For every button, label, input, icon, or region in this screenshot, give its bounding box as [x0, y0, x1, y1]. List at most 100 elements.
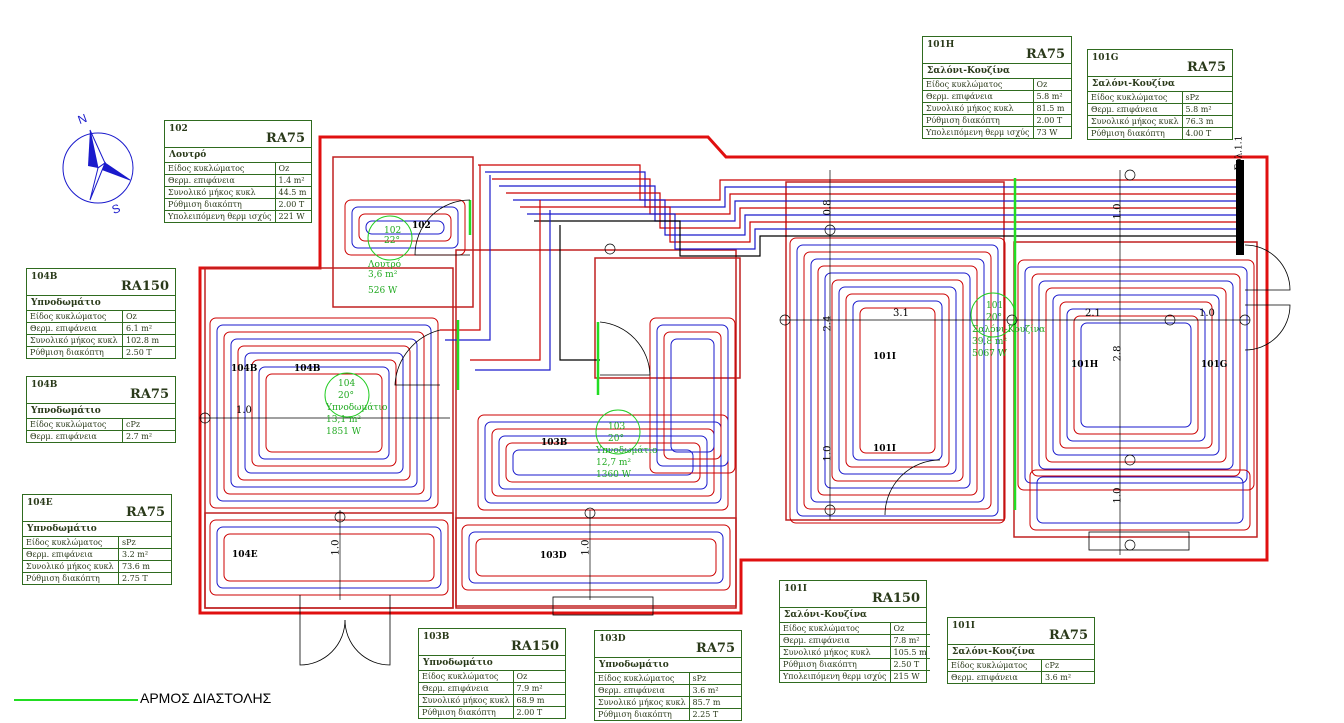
- tag-row-value: 5.8 m²: [1032, 90, 1071, 103]
- tag-row-label: Είδος κυκλώματος: [1091, 93, 1168, 102]
- dimension-text: 1.0: [822, 445, 834, 462]
- dimension-text: 2.4: [822, 315, 834, 332]
- heating-loop: [230, 338, 418, 488]
- heating-loop: [365, 220, 445, 235]
- tag-row-label: Υπολειπόμενη θερμ ισχύς: [923, 126, 1034, 138]
- heating-loop: [216, 526, 442, 589]
- tag-row-label: Ρύθμιση διακόπτη: [923, 114, 1034, 127]
- tag-row-value: 3.6 m²: [688, 684, 741, 697]
- tag-row-value: 7.8 m²: [889, 634, 930, 647]
- heating-loop: [498, 435, 708, 490]
- tag-row-value: 2.00 T: [1032, 114, 1071, 127]
- tag-row-label: Θερμ. επιφάνεια: [780, 634, 891, 647]
- tag-circuit-code: 101H: [927, 40, 955, 50]
- tag-row-label: Ρύθμιση διακόπτη: [27, 346, 123, 358]
- circuit-label: 101I: [873, 444, 896, 454]
- heating-loop: [344, 199, 466, 256]
- heating-loop: [831, 279, 964, 482]
- tag-circuit-code: 104B: [31, 380, 58, 390]
- tag-row-label: Θερμ. επιφάνεια: [1088, 103, 1183, 116]
- tag-circuit-code: 104B: [31, 272, 58, 282]
- tag-row-label: Είδος κυκλώματος: [30, 420, 107, 429]
- tag-room-name: Υπνοδωμάτιο: [419, 656, 565, 671]
- circuit-label: 101G: [1201, 360, 1228, 370]
- tag-row-label: Είδος κυκλώματος: [783, 624, 860, 633]
- heating-loop: [1052, 294, 1220, 456]
- dimension-text: Συλ.1.1: [1234, 135, 1245, 171]
- heating-loops: [209, 199, 1255, 596]
- expansion-joints: [456, 178, 1017, 510]
- tag-circuit-code: 104E: [27, 498, 53, 508]
- dimension-text: 1.0: [580, 539, 592, 556]
- circuit-label: 104E: [232, 550, 258, 560]
- heating-loop: [351, 206, 459, 249]
- heating-loop: [209, 317, 439, 509]
- tag-row-value: Oz: [1032, 79, 1071, 91]
- heating-loop: [656, 324, 729, 467]
- tag-row-label: Ρύθμιση διακόπτη: [165, 198, 276, 211]
- tag-row-value: Oz: [274, 163, 311, 175]
- tag-circuit-code: 103B: [423, 632, 450, 642]
- tag-row-value: 2.75 T: [118, 572, 171, 584]
- dimension-text: 1.0: [1199, 308, 1215, 319]
- tag-valve-model: RA75: [1187, 60, 1226, 75]
- tag-row-label: Ρύθμιση διακόπτη: [595, 708, 690, 720]
- compass-icon: [62, 129, 134, 204]
- dimension-text: 3.1: [893, 308, 909, 319]
- tag-row-label: Υπολειπόμενη θερμ ισχύς: [780, 670, 891, 682]
- tag-row-value: 76.3 m: [1181, 115, 1232, 128]
- tag-valve-model: RA150: [120, 279, 169, 294]
- tag-row-label: Είδος κυκλώματος: [598, 674, 675, 683]
- heating-loop: [810, 258, 985, 503]
- tag-row-label: Συνολικό μήκος κυκλ: [1088, 115, 1183, 128]
- tag-row-label: Συνολικό μήκος κυκλ: [780, 646, 891, 659]
- tag-row-label: Είδος κυκλώματος: [30, 312, 107, 321]
- circuit-label: 103D: [540, 551, 567, 561]
- tag-row-label: Συνολικό μήκος κυκλ: [165, 186, 276, 199]
- doors: [299, 199, 1291, 666]
- tag-row-value: 3.6 m²: [1041, 671, 1094, 683]
- room-label-104: 102 104 20° Υπνοδωμάτιο 13,1 m² 1851 W: [326, 379, 388, 437]
- tag-circuit-code: 101I: [952, 621, 975, 631]
- tag-row-value: Oz: [122, 311, 175, 323]
- tag-row-label: Θερμ. επιφάνεια: [595, 684, 690, 697]
- heating-loop: [789, 237, 1006, 524]
- heating-loop: [358, 213, 452, 242]
- tag-row-value: sPz: [1181, 92, 1232, 104]
- tag-row: Είδος κυκλώματος Oz: [923, 79, 1071, 91]
- heating-loop: [1066, 308, 1206, 442]
- tag-row-label: Είδος κυκλώματος: [926, 80, 1003, 89]
- heating-loop: [649, 317, 736, 474]
- compass: N S: [60, 108, 140, 218]
- tag-row-value: 6.1 m²: [122, 322, 175, 335]
- tag-row-value: 3.2 m²: [118, 548, 171, 561]
- heating-loop: [223, 331, 425, 495]
- heating-loop: [491, 428, 715, 497]
- tag-row-value: 2.7 m²: [122, 430, 175, 442]
- tag-row: Είδος κυκλώματος Oz: [27, 311, 175, 323]
- heating-loop: [251, 359, 397, 467]
- heating-loop: [859, 307, 936, 454]
